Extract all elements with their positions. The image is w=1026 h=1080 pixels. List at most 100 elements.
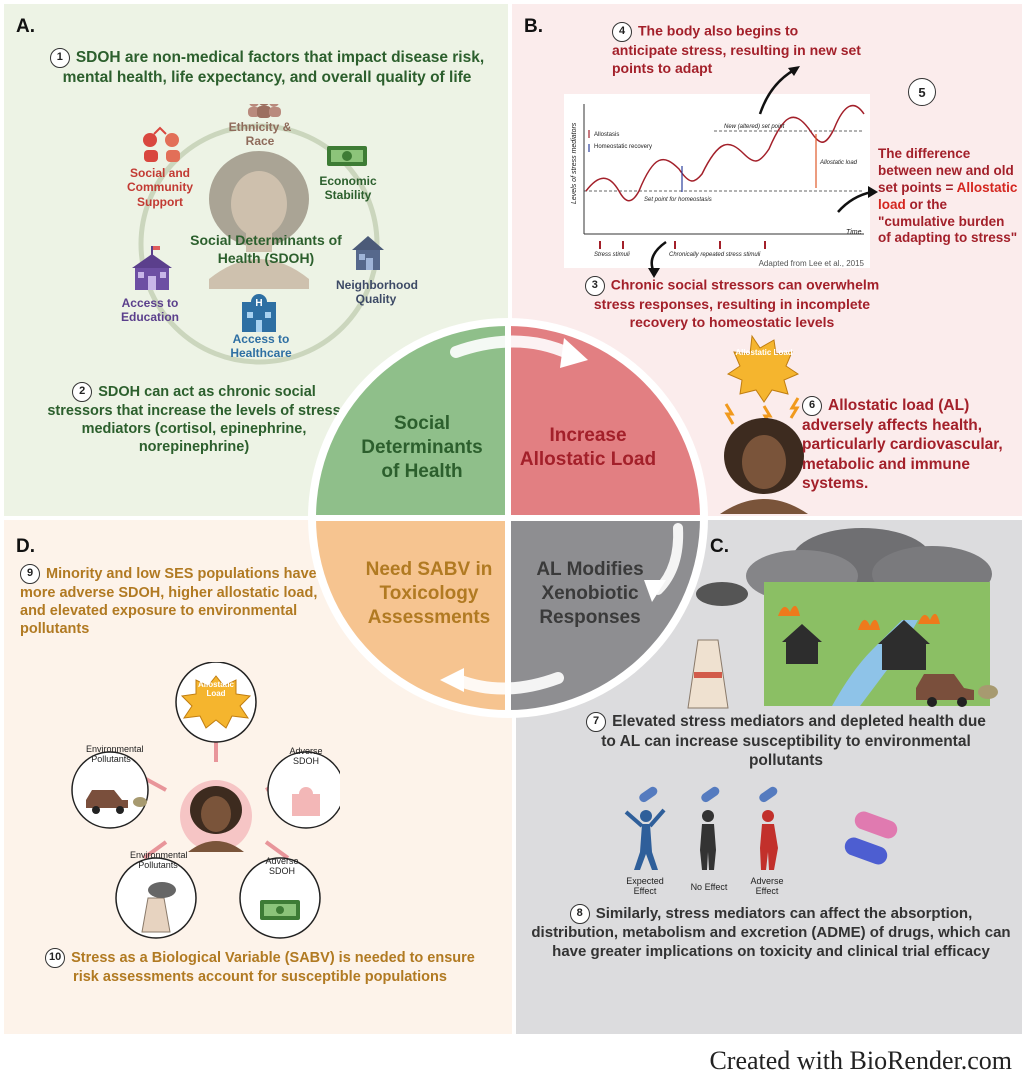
woman-face-icon — [209, 151, 309, 289]
label-education: Access to Education — [120, 296, 179, 325]
pill-icon — [701, 786, 720, 803]
cycle-label-q3: AL Modifies Xenobiotic Responses — [536, 559, 644, 628]
step-number: 7 — [586, 712, 607, 732]
cycle-label-q2: Increase Allostatic Load — [519, 425, 657, 470]
no-effect-label: No Effect — [690, 882, 728, 892]
fire-icon — [858, 619, 880, 630]
step-6-text: Allostatic load (AL) adversely affects h… — [802, 397, 1003, 493]
exhaust-icon — [133, 797, 147, 807]
face-shape — [742, 435, 786, 489]
woman-shoulders — [188, 841, 244, 852]
step-5-text-allostatic-load: Allostatic load — [878, 179, 1018, 212]
cycle-arrow-head — [440, 668, 464, 692]
graph-chronic-label: Chronically repeated stress stimuli — [669, 252, 761, 258]
arrow-to-step-4 — [758, 68, 795, 115]
arrow-head — [788, 66, 800, 76]
quadrant-increase-allostatic-load — [508, 326, 700, 518]
central-cycle — [308, 318, 708, 718]
adverse-effect-figure-icon — [760, 810, 778, 870]
cycle-arrow-head — [644, 580, 666, 602]
fire-icon — [778, 605, 800, 616]
panel-b-label: B. — [524, 16, 543, 37]
allostatic-burst-icon — [726, 334, 800, 403]
step-10-text: Stress as a Biological Variable (SABV) i… — [71, 949, 475, 985]
exposure-diagram — [71, 662, 340, 939]
social-support-icon — [143, 126, 180, 162]
panel-a-label: A. — [16, 16, 35, 37]
graph-recovery-label: Homeostatic recovery — [594, 144, 652, 150]
biorender-credit: Created with BioRender.com — [709, 1046, 1012, 1075]
cycle-arrow-top — [450, 335, 576, 360]
step-8-text: Similarly, stress mediators can affect t… — [531, 904, 1011, 960]
graph-new-set-label: New (altered) set point — [724, 124, 785, 130]
step-4-text: The body also begins to anticipate stres… — [612, 22, 861, 76]
smokestack-scene — [687, 582, 748, 709]
money-icon — [327, 146, 367, 166]
panel-b-arrows — [648, 66, 878, 278]
svg-text:H: H — [255, 298, 262, 309]
allostatic-woman — [720, 334, 808, 514]
woman-face — [201, 796, 231, 832]
no-effect-figure-icon — [700, 810, 716, 870]
step-9-text: Minority and low SES populations have mo… — [20, 565, 318, 638]
label-ethnicity: Ethnicity & Race — [228, 120, 292, 149]
step-1-text: SDOH are non-medical factors that impact… — [62, 49, 485, 86]
house-icon — [352, 236, 384, 270]
lightning-icon — [789, 397, 800, 419]
step-5-text-a: The difference between new and old set p… — [878, 146, 1014, 195]
smokestack-icon — [141, 897, 171, 933]
arrow-head — [648, 268, 660, 278]
cycle-label-q1: Social Determinants of Health — [361, 413, 483, 482]
step-5-text-c: or the "cumulative burden of adapting to… — [878, 196, 1018, 246]
graph-allostatic-load-label: Allostatic load — [819, 160, 858, 166]
pollution-scene — [746, 528, 998, 707]
cycle-arrow-head — [560, 338, 588, 368]
env-pollutants-label-2: Environmental Pollutants — [130, 850, 188, 871]
label-social: Social and Community Support — [127, 166, 193, 209]
graph-background — [564, 94, 870, 268]
school-icon — [132, 246, 172, 290]
step-3-text: Chronic social stressors can overwhelm s… — [593, 276, 880, 330]
cycle-arrow-bottom — [452, 672, 564, 695]
house-icon — [782, 624, 822, 664]
expected-effect-label: Expected Effect — [626, 876, 664, 897]
adverse-effect-label: Adverse Effect — [750, 876, 784, 897]
arrow-to-step-3 — [650, 240, 667, 273]
stress-mediator-curve — [585, 104, 865, 202]
step-number: 5 — [908, 78, 936, 106]
allostatic-burst-icon — [180, 675, 252, 729]
pill-icon — [759, 786, 778, 803]
hospital-icon: H — [242, 294, 276, 332]
label-economic: Economic Stability — [319, 174, 377, 203]
car-icon — [916, 674, 974, 700]
quadrant-social-determinants — [316, 326, 508, 518]
arrow-to-step-5 — [837, 190, 873, 213]
adverse-sdoh-label-1: Adverse SDOH — [289, 746, 323, 767]
panel-c-label: C. — [710, 536, 729, 557]
car-icon — [86, 790, 128, 808]
step-5-number-wrap: 5 — [908, 78, 942, 106]
smoke-icon — [696, 582, 748, 606]
step-number: 1 — [49, 48, 70, 68]
step-number: 8 — [569, 904, 590, 924]
step-number: 6 — [802, 396, 822, 416]
smoke-icon — [148, 882, 176, 898]
env-pollutants-label-1: Environmental Pollutants — [86, 744, 144, 765]
graph-x-label: Time — [846, 229, 862, 236]
cycle-label-q4: Need SABV in Toxicology Assessments — [365, 559, 493, 628]
graph-set-homeo-label: Set point for homeostasis — [644, 197, 712, 203]
capsules-icon — [844, 811, 898, 865]
label-healthcare: Access to Healthcare — [230, 332, 292, 361]
quadrant-al-modifies — [508, 518, 700, 710]
